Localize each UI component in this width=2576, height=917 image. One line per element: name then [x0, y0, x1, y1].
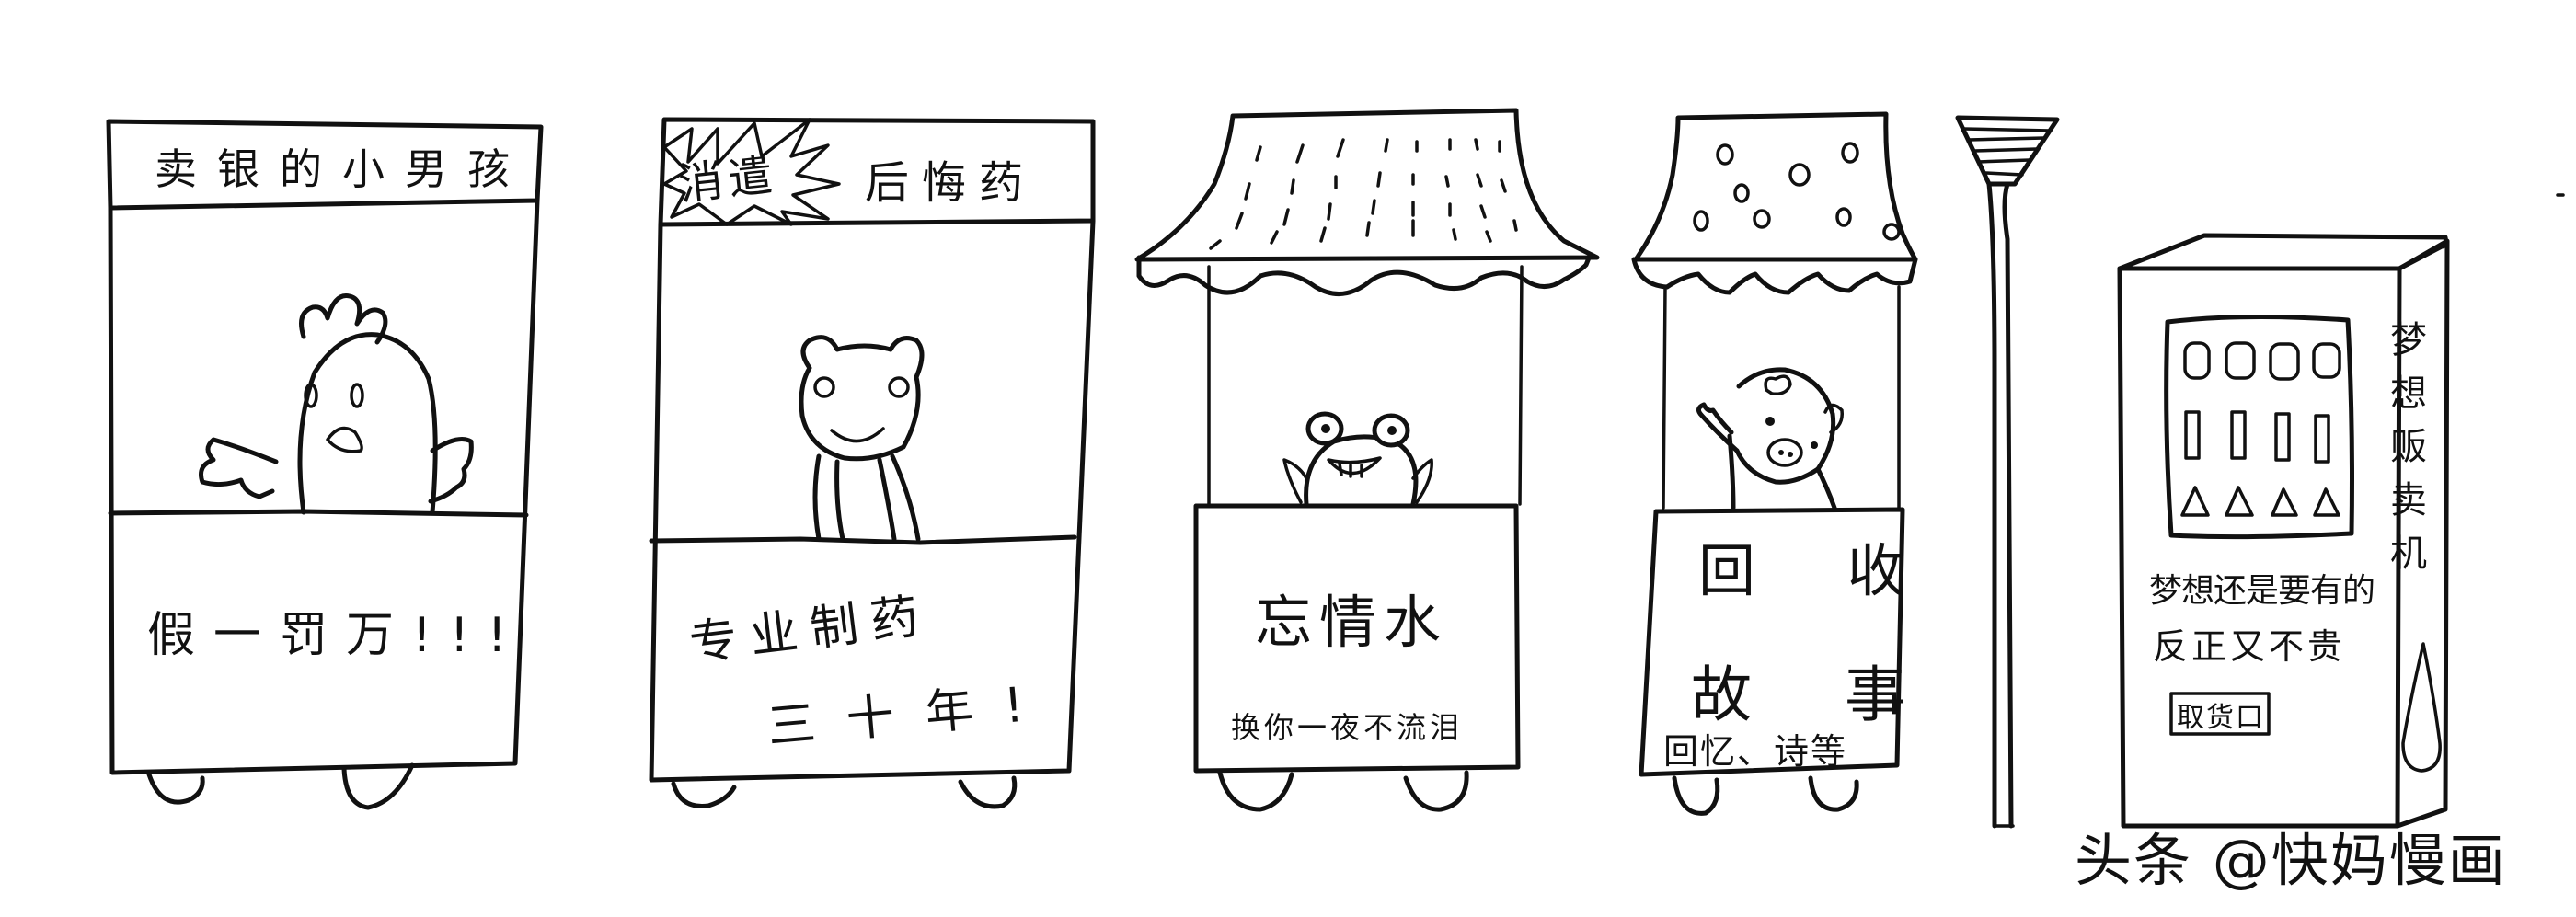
booth-leg-right [958, 775, 1018, 809]
pickup-slot-button[interactable] [2169, 692, 2271, 736]
droplet-icon [2401, 642, 2442, 773]
stand-silver-boy [106, 119, 544, 810]
pickup-label: 取货口 [2177, 702, 2265, 734]
counter-top [649, 534, 1077, 545]
counter-title: 忘情水 [1255, 589, 1448, 656]
frog-icon [799, 335, 925, 542]
booth-leg-right [341, 762, 415, 810]
booth-leg-right [1808, 775, 1859, 812]
booth-post-right [1518, 265, 1524, 506]
counter-board [1193, 503, 1521, 774]
stand-story-recycling [1631, 111, 1918, 816]
counter-line-1: 专业制药 [686, 588, 934, 672]
sign-text-regret-medicine: 后悔药 [865, 157, 1036, 209]
counter-subtitle: 换你一夜不流泪 [1231, 710, 1463, 745]
counter-line-2: 故 事 [1691, 659, 1942, 730]
note-line-2: 反正又不贵 [2153, 626, 2346, 667]
note-line-1: 梦想还是要有的 [2149, 572, 2375, 610]
machine-top [2117, 233, 2448, 271]
booth-frame [649, 218, 1096, 783]
display-window [2164, 314, 2354, 540]
machine-front [2117, 266, 2402, 829]
booth-leg-left [1672, 775, 1720, 816]
booth-leg-left [671, 781, 737, 808]
counter-text-silver-boy: 假一罚万!!! [147, 608, 525, 663]
sign-burst-text: 消遣 [676, 149, 780, 211]
burst-badge-icon [662, 118, 841, 226]
awning-valance [1136, 253, 1593, 297]
counter-top [108, 509, 529, 518]
sign-text-silver-boy: 卖银的小男孩 [155, 144, 530, 194]
counter-line-2: 三十年! [765, 675, 1057, 755]
booth-leg-left [146, 772, 205, 805]
stand-regret-medicine [649, 117, 1096, 809]
pig-icon [1696, 367, 1844, 510]
booth-leg-left [1217, 770, 1294, 812]
side-label: 梦想贩卖机 [2384, 320, 2426, 587]
booth-post-left [1662, 285, 1667, 510]
machine-side [2395, 238, 2450, 829]
awning-stripes [1209, 138, 1518, 250]
grinning-frog-icon [1282, 411, 1433, 507]
street-lamp-icon [1955, 115, 2060, 829]
counter-line-1: 回 收 [1698, 537, 1941, 604]
stand-dream-vending-machine [2117, 233, 2450, 829]
chick-icon [199, 293, 474, 515]
product-slots [2180, 341, 2341, 517]
watermark: 头条 @快妈慢画 [2075, 827, 2507, 894]
booth-leg-right [1403, 770, 1469, 812]
awning-roof [1633, 111, 1918, 262]
awning-valance [1631, 257, 1918, 295]
booth-frame [108, 198, 540, 775]
awning-roof [1134, 108, 1600, 262]
counter-board [1639, 507, 1905, 777]
awning-polka-dots [1693, 142, 1901, 241]
stand-forget-love-water [1134, 108, 1600, 812]
counter-subtitle: 回忆、诗等 [1663, 731, 1847, 772]
